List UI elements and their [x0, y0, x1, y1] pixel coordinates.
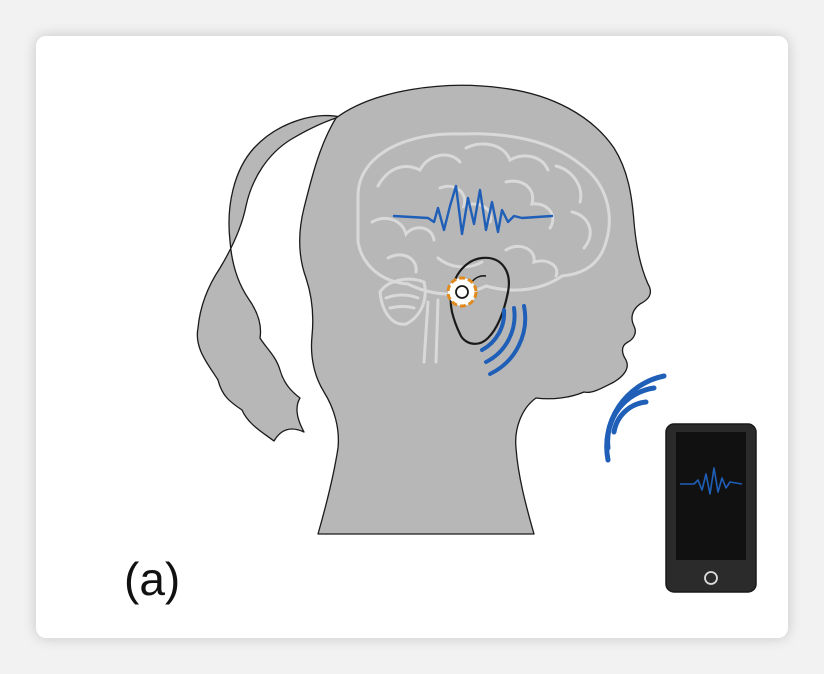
panel-label: (a)	[124, 553, 181, 605]
earbud-icon	[446, 276, 478, 308]
head-silhouette-icon	[196, 84, 652, 535]
brain-icon	[356, 132, 611, 364]
brainwave-signal-icon	[392, 184, 554, 236]
wireless-waves-icon	[604, 373, 667, 463]
smartphone-icon	[665, 423, 757, 593]
figure-card: (a)	[36, 36, 788, 638]
figure-illustration	[196, 84, 757, 593]
ear-sound-waves-icon	[480, 304, 528, 376]
